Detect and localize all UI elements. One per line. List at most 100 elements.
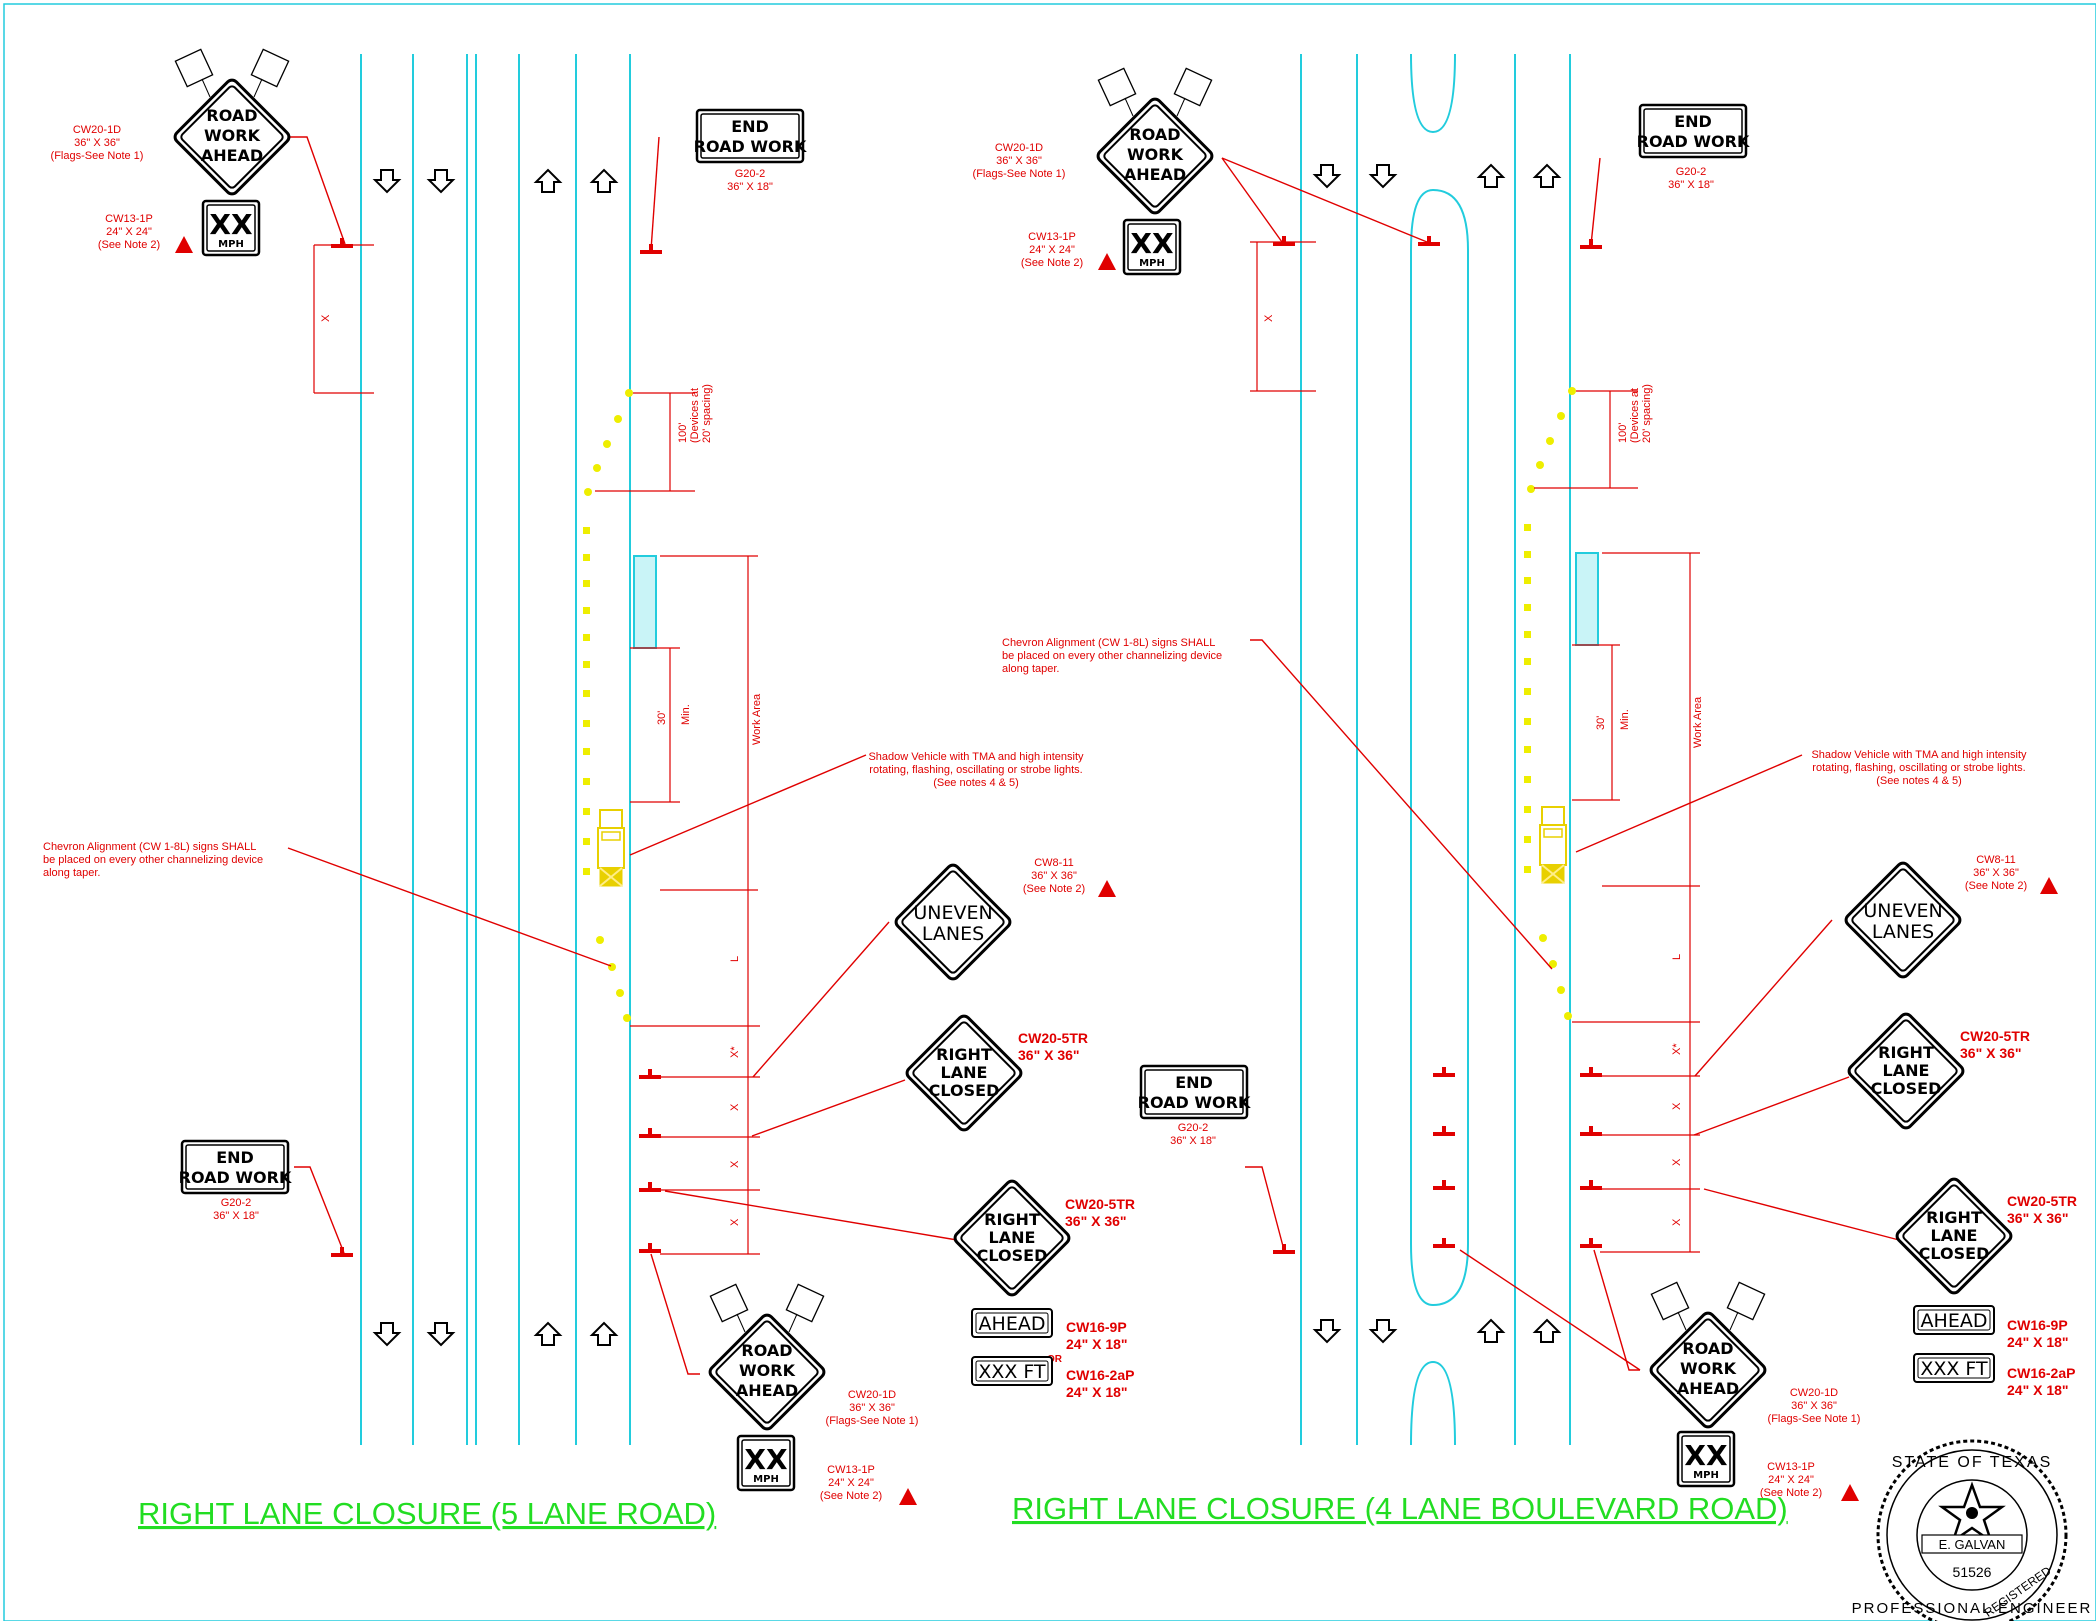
dim-l-label: L <box>729 956 741 962</box>
road-work-ahead-sign: ROAD WORK AHEAD <box>1094 67 1216 217</box>
uneven-lanes-sign: UNEVEN LANES <box>1842 859 1964 981</box>
right-plan <box>1300 53 1599 1446</box>
distance-plaque: XXX FT <box>1913 1353 1995 1383</box>
svg-text:END: END <box>1175 1073 1213 1092</box>
road-work-ahead-sign: ROAD WORK AHEAD <box>1647 1281 1769 1431</box>
svg-text:LANES: LANES <box>922 923 984 945</box>
right-lane-closed-sign: RIGHT LANE CLOSED <box>903 1012 1025 1134</box>
right-plan-title: RIGHT LANE CLOSURE (4 LANE BOULEVARD ROA… <box>1012 1491 1788 1526</box>
svg-text:ROAD WORK: ROAD WORK <box>1138 1093 1251 1112</box>
right-arrows <box>1314 164 1560 1343</box>
end-road-work-sign: END ROAD WORK <box>1138 1064 1251 1120</box>
dim-x-label: X <box>729 1103 741 1111</box>
svg-text:LANE: LANE <box>989 1228 1036 1247</box>
left-taper-devices <box>583 389 633 1022</box>
svg-text:ROAD: ROAD <box>741 1341 792 1360</box>
road-work-ahead-sign: ROAD WORK AHEAD <box>171 48 293 198</box>
svg-text:UNEVEN: UNEVEN <box>1863 900 1942 922</box>
ahead-plaque: AHEAD <box>1913 1305 1995 1335</box>
seal-top-text: STATE OF TEXAS <box>1892 1454 2052 1471</box>
right-dimensions <box>1250 241 1700 1253</box>
right-lane-closed-sign: RIGHT LANE CLOSED <box>1893 1175 2015 1297</box>
work-area-box <box>1575 552 1599 646</box>
dim-x-label: X <box>1671 1102 1683 1110</box>
end-road-work-sign: END ROAD WORK <box>1637 103 1750 159</box>
svg-text:CLOSED: CLOSED <box>1919 1244 1990 1263</box>
svg-text:END: END <box>216 1148 254 1167</box>
svg-text:MPH: MPH <box>753 1474 779 1485</box>
seal-name: E. GALVAN <box>1939 1537 2006 1552</box>
svg-text:AHEAD: AHEAD <box>1677 1379 1739 1398</box>
right-taper-devices <box>1524 387 1576 1020</box>
min-30-label: 30'Min. <box>656 704 692 725</box>
dim-x-label: X <box>1671 1158 1683 1166</box>
distance-plaque: XXX FT <box>971 1356 1053 1386</box>
svg-text:CLOSED: CLOSED <box>977 1246 1048 1265</box>
seal-number: 51526 <box>1953 1564 1992 1580</box>
svg-text:MPH: MPH <box>1693 1470 1719 1481</box>
work-area-label: Work Area <box>751 693 763 745</box>
left-shadow-vehicle <box>597 809 625 887</box>
svg-text:WORK: WORK <box>204 126 261 145</box>
svg-text:XXX FT: XXX FT <box>1920 1358 1988 1380</box>
end-road-work-sign: END ROAD WORK <box>179 1139 292 1195</box>
median-nose <box>1410 1360 1456 1446</box>
svg-text:CLOSED: CLOSED <box>1871 1079 1942 1098</box>
svg-text:LANE: LANE <box>941 1063 988 1082</box>
svg-text:MPH: MPH <box>1139 258 1165 269</box>
svg-text:ROAD WORK: ROAD WORK <box>179 1168 292 1187</box>
svg-text:RIGHT: RIGHT <box>1926 1208 1982 1227</box>
devices-spacing-label: 100'(Devices at20' spacing) <box>1617 384 1653 443</box>
svg-text:WORK: WORK <box>739 1361 796 1380</box>
svg-text:MPH: MPH <box>218 239 244 250</box>
shadow-vehicle-note: Shadow Vehicle with TMA and high intensi… <box>868 751 1084 789</box>
speed-plaque: XX MPH <box>201 199 261 257</box>
seal-bottom-text: PROFESSIONAL ENGINEER <box>1852 1600 2093 1617</box>
svg-text:AHEAD: AHEAD <box>1124 165 1186 184</box>
min-30-label: 30'Min. <box>1595 709 1631 730</box>
svg-text:END: END <box>1674 112 1712 131</box>
dim-x-label: X <box>1671 1218 1683 1226</box>
work-area-box <box>633 555 657 649</box>
svg-text:XXX FT: XXX FT <box>978 1361 1046 1383</box>
left-plan <box>360 54 657 1445</box>
dim-xstar-label: X* <box>729 1046 741 1058</box>
left-plan-title: RIGHT LANE CLOSURE (5 LANE ROAD) <box>138 1496 716 1531</box>
svg-text:UNEVEN: UNEVEN <box>913 902 992 924</box>
svg-text:XX: XX <box>744 1443 788 1476</box>
left-dim-text: X 100'(Devices at20' spacing) 30'Min. Wo… <box>320 314 763 1226</box>
svg-text:XX: XX <box>1130 227 1174 260</box>
svg-text:RIGHT: RIGHT <box>1878 1043 1934 1062</box>
svg-text:END: END <box>731 117 769 136</box>
svg-text:XX: XX <box>209 208 253 241</box>
right-leaders <box>1221 157 1900 1371</box>
road-work-ahead-sign: ROAD WORK AHEAD <box>706 1283 828 1433</box>
right-lane-closed-sign: RIGHT LANE CLOSED <box>1845 1010 1967 1132</box>
dim-l-label: L <box>1671 954 1683 960</box>
svg-text:LANE: LANE <box>1883 1061 1930 1080</box>
dim-xstar-label: X* <box>1671 1043 1683 1055</box>
sheet-border <box>3 3 2096 1621</box>
svg-text:RIGHT: RIGHT <box>984 1210 1040 1229</box>
svg-text:LANE: LANE <box>1931 1226 1978 1245</box>
svg-text:AHEAD: AHEAD <box>979 1313 1046 1335</box>
speed-plaque: XX MPH <box>1122 218 1182 276</box>
left-leaders <box>287 136 958 1375</box>
speed-plaque: XX MPH <box>1676 1430 1736 1488</box>
dim-x-label: X <box>1263 314 1275 322</box>
svg-text:ROAD: ROAD <box>1129 125 1180 144</box>
